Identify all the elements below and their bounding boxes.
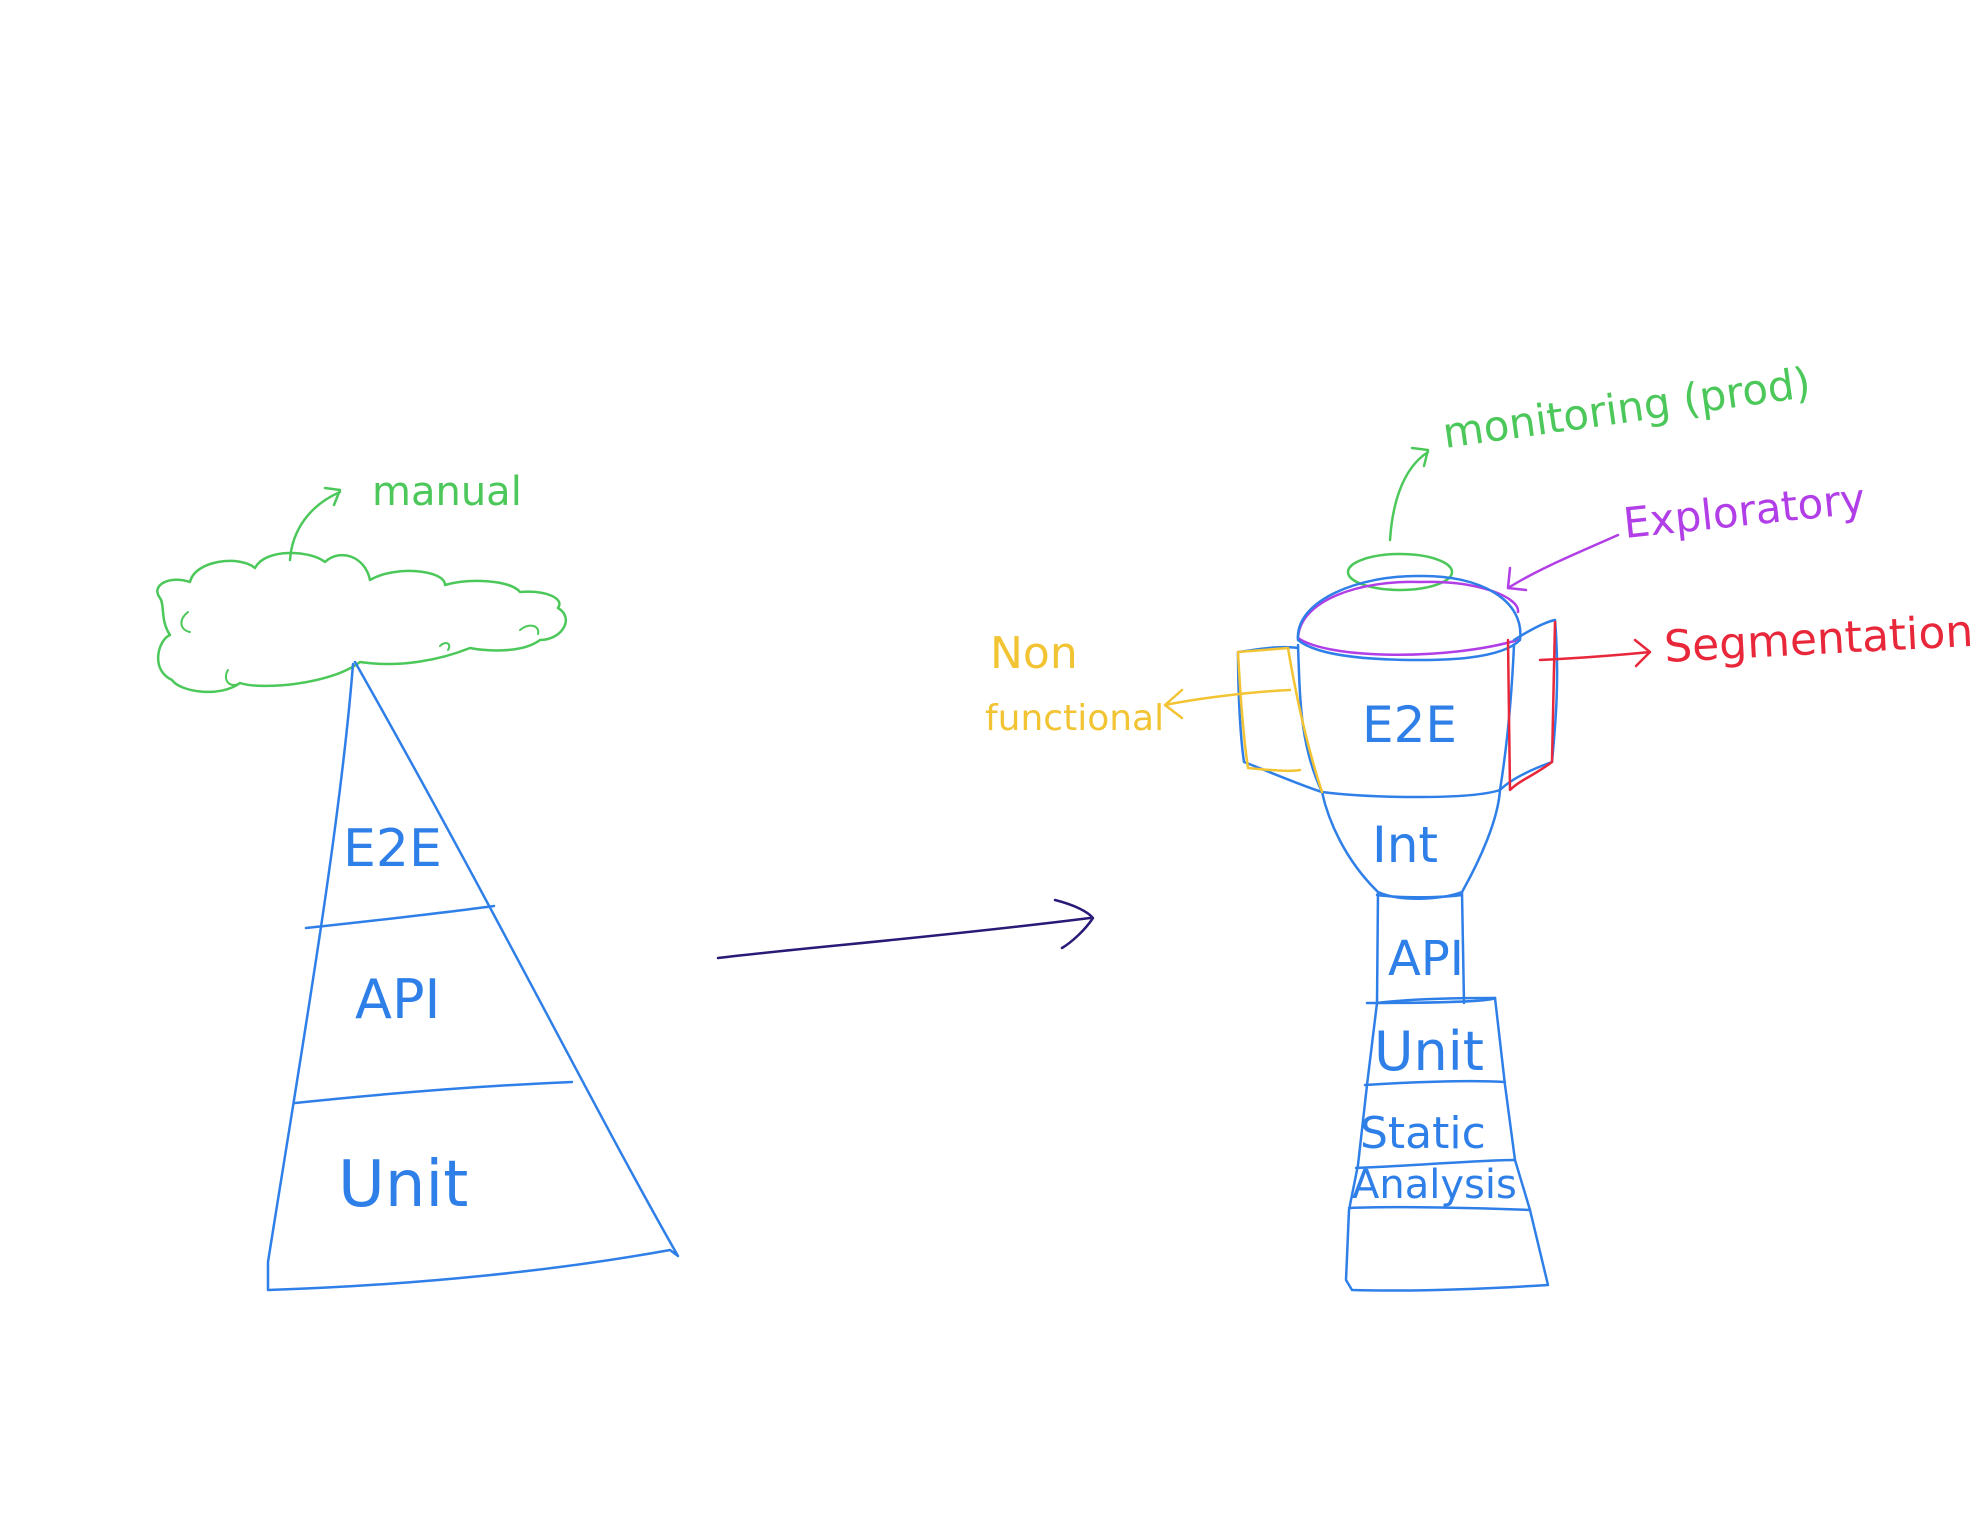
trophy-layer-unit: Unit [1374,1020,1484,1083]
manual-label: manual [372,469,522,515]
segmentation-box [1506,620,1557,792]
pyramid-layer-e2e: E2E [343,819,442,879]
trophy-layer-e2e: E2E [1362,696,1457,754]
manual-cloud-shape [156,551,568,694]
non-functional-label-2: functional [985,698,1164,739]
monitoring-lid [1346,552,1454,592]
trophy-base-label-2: Analysis [1352,1162,1517,1208]
pyramid-divider-2 [293,1080,574,1105]
trophy-layer-int: Int [1372,816,1438,874]
non-functional-box [1236,646,1324,794]
non-functional-label-1: Non [990,628,1078,679]
exploratory-rim [1296,580,1520,656]
exploratory-arrow [1506,533,1620,592]
pyramid-layer-unit: Unit [338,1148,468,1222]
test-pyramid: manual E2E API Unit [156,469,680,1292]
segmentation-arrow [1538,638,1652,668]
transition-arrow [716,898,1095,960]
exploratory-label: Exploratory [1621,474,1868,548]
trophy-stem [1375,890,1466,1005]
manual-arrow [288,486,342,562]
segmentation-label: Segmentation [1663,606,1974,673]
trophy-base-label-1: Static [1360,1108,1486,1159]
monitoring-arrow [1388,446,1430,542]
non-functional-arrow [1163,688,1292,720]
testing-trophy: monitoring (prod) Exploratory Non functi… [985,358,1974,1292]
trophy-layer-api: API [1388,931,1464,987]
trophy-right-handle [1498,618,1559,792]
pyramid-divider-1 [304,904,496,930]
trophy-cup-outline [1296,574,1522,662]
monitoring-label: monitoring (prod) [1440,358,1814,458]
pyramid-layer-api: API [355,968,440,1031]
pyramid-outline [266,660,680,1292]
